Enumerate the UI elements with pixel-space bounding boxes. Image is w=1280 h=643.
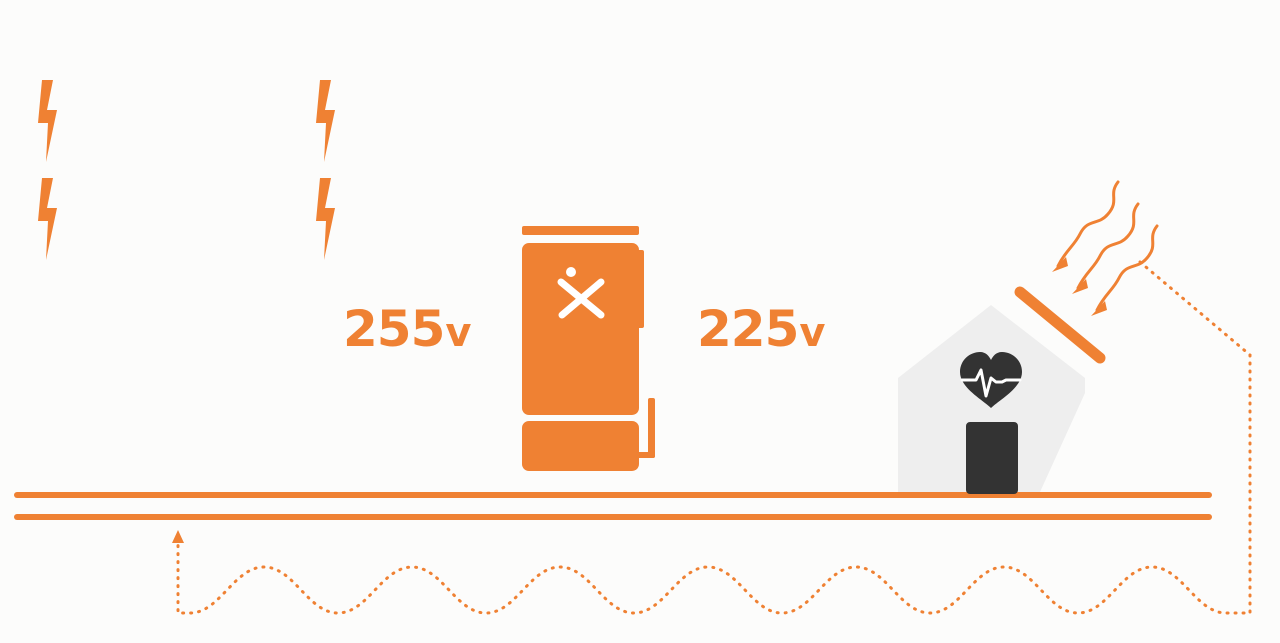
heartbeat-heart-icon xyxy=(960,352,1022,408)
sun-rays-icon xyxy=(1056,180,1159,312)
sun-ray-arrowheads xyxy=(1052,257,1107,316)
lightning-bolt-icon xyxy=(38,80,57,162)
input-voltage-value: 255 xyxy=(343,300,445,358)
feed-arrow-icon xyxy=(172,530,184,543)
lightning-bolt-icon xyxy=(316,80,335,162)
door-icon xyxy=(966,422,1018,494)
solar-panel-icon xyxy=(1014,286,1106,364)
input-voltage-unit: v xyxy=(445,310,471,356)
voltage-optimiser-unit-icon xyxy=(522,226,655,471)
lightning-bolt-icon xyxy=(38,178,57,260)
x-person-logo-icon xyxy=(557,267,605,319)
output-voltage-value: 225 xyxy=(697,300,799,358)
lightning-bolt-icon xyxy=(316,178,335,260)
output-voltage-label: 225v xyxy=(697,300,825,358)
input-voltage-label: 255v xyxy=(343,300,471,358)
output-voltage-unit: v xyxy=(799,310,825,356)
